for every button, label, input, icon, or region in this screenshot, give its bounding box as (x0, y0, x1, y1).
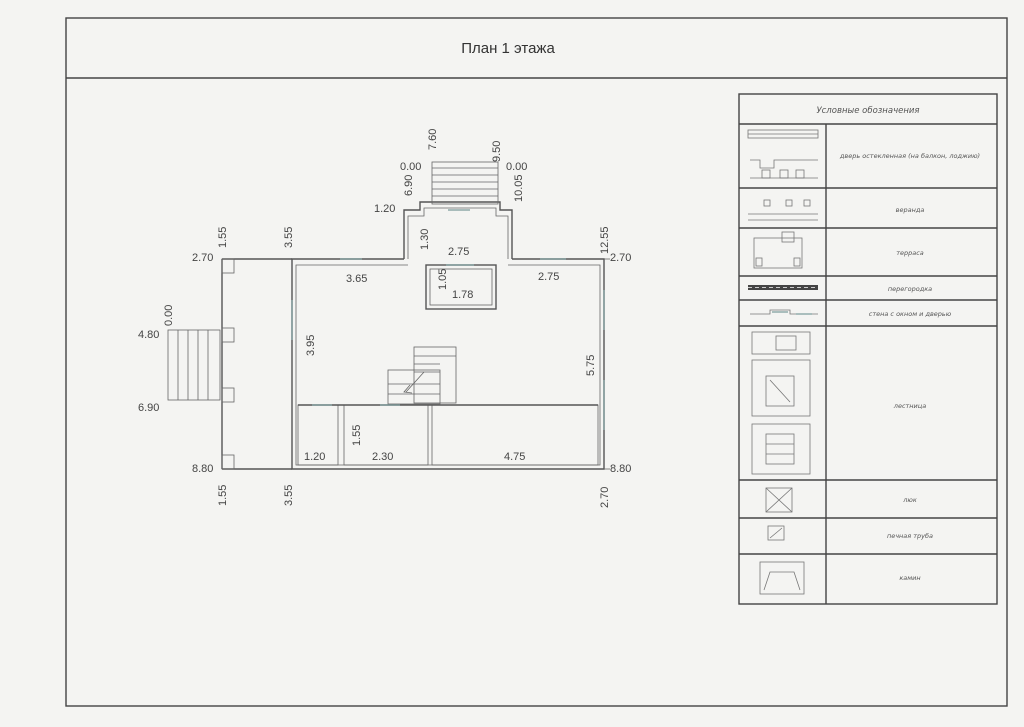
windows (291, 209, 605, 430)
dim-label: 6.90 (403, 175, 415, 196)
dim-label: 7.60 (427, 129, 439, 150)
left-veranda (221, 258, 292, 470)
staircase-symbol (751, 331, 811, 475)
dim-label: 1.55 (217, 485, 229, 506)
dim-label: 1.55 (351, 425, 363, 446)
dim-label: 1.20 (374, 203, 395, 215)
dim-label: 8.80 (192, 463, 213, 475)
legend-label-wall-window-door: стена с окном и дверью (869, 310, 952, 318)
dim-label: 9.50 (491, 141, 503, 162)
dimension-labels: 2.70 1.55 3.55 8.80 1.55 3.55 0.00 4.80 … (138, 129, 631, 508)
wall-window-door-symbol (750, 309, 818, 315)
veranda-symbol (748, 199, 818, 221)
dim-label: 4.75 (504, 451, 525, 463)
dim-label: 0.00 (506, 161, 527, 173)
legend-label-staircase: лестница (893, 402, 926, 410)
outer-wall (291, 258, 605, 470)
dim-label: 2.70 (610, 252, 631, 264)
dim-label: 4.80 (138, 329, 159, 341)
terrace-symbol (753, 231, 803, 269)
legend-label-terrace: терраса (896, 249, 924, 257)
dim-label: 2.70 (599, 487, 611, 508)
legend-label-hatch: люк (902, 496, 917, 504)
dim-label: 0.00 (400, 161, 421, 173)
hatch-symbol (765, 487, 793, 513)
dim-label: 12.55 (599, 226, 611, 254)
dim-label: 2.75 (448, 246, 469, 258)
hall-room-inner (429, 268, 493, 306)
dim-label: 2.70 (192, 252, 213, 264)
dim-label: 5.75 (585, 355, 597, 376)
legend-label-partition: перегородка (888, 285, 932, 293)
dim-label: 1.78 (452, 289, 473, 301)
dim-label: 3.55 (283, 485, 295, 506)
dim-label: 1.05 (437, 269, 449, 290)
dim-label: 8.80 (610, 463, 631, 475)
partition-symbol (748, 285, 818, 290)
dim-label: 3.55 (283, 227, 295, 248)
porch-wall (403, 201, 513, 259)
legend-header: Условные обозначения (816, 106, 919, 116)
dim-label: 10.05 (513, 174, 525, 202)
dim-label: 1.55 (217, 227, 229, 248)
legend-label-veranda: веранда (896, 206, 925, 214)
legend-label-glazed-door: дверь остекленная (на балкон, лоджию) (839, 152, 980, 160)
dim-label: 2.30 (372, 451, 393, 463)
dim-label: 0.00 (163, 305, 175, 326)
chimney-symbol (767, 525, 785, 541)
dim-label: 2.75 (538, 271, 559, 283)
inner-wall-line (295, 264, 601, 466)
legend-label-fireplace: камин (899, 574, 920, 582)
sheet-title: План 1 этажа (461, 40, 555, 57)
dim-label: 3.95 (305, 335, 317, 356)
partitions (297, 404, 599, 466)
fireplace-symbol (759, 561, 805, 595)
dim-label: 3.65 (346, 273, 367, 285)
legend-label-chimney: печная труба (887, 532, 933, 540)
glazed-door-symbol (747, 129, 819, 179)
porch-stairs (431, 161, 499, 205)
dim-label: 1.30 (419, 229, 431, 250)
dim-label: 1.20 (304, 451, 325, 463)
legend-table: Условные обозначения (738, 93, 998, 605)
left-stairs (167, 329, 221, 401)
floor-plan: 2.70 1.55 3.55 8.80 1.55 3.55 0.00 4.80 … (138, 129, 631, 508)
dim-label: 6.90 (138, 402, 159, 414)
porch-inner-wall (407, 207, 509, 259)
sheet-frame (65, 17, 1008, 707)
interior-staircase (387, 346, 457, 405)
